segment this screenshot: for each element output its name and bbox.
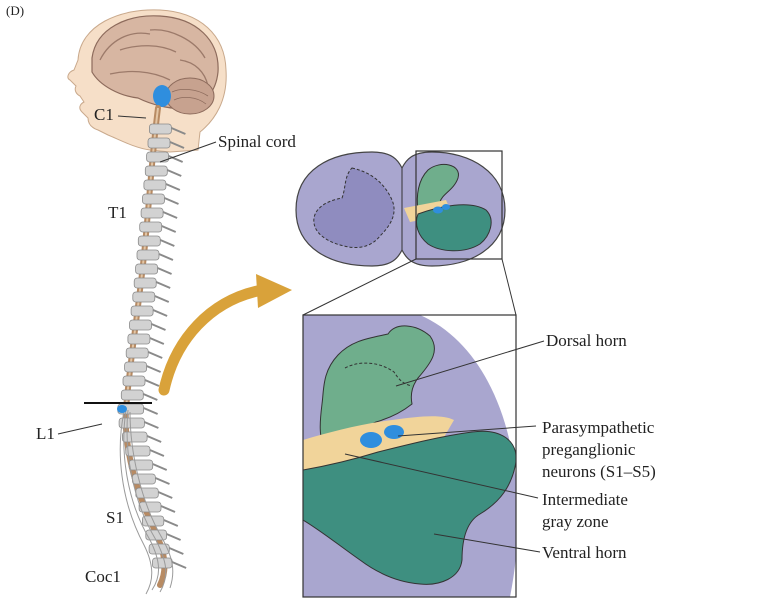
- curved-arrow: [158, 274, 292, 396]
- spinous-process: [163, 519, 179, 527]
- spinous-process: [146, 435, 162, 443]
- vertebra: [140, 207, 164, 219]
- spinous-process: [143, 421, 159, 429]
- label-intermediate-2: gray zone: [542, 512, 609, 531]
- spinous-process: [152, 309, 168, 317]
- spinous-process: [155, 477, 170, 485]
- spinous-process: [171, 127, 186, 135]
- neuron-cluster-1: [360, 432, 382, 448]
- spinous-process: [165, 183, 181, 191]
- label-parasympathetic-2: preganglionic: [542, 440, 636, 459]
- vertebra: [127, 333, 151, 345]
- enlarged-view: [302, 314, 517, 598]
- vertebra: [135, 487, 159, 499]
- spinous-process: [146, 365, 161, 373]
- label-l1: L1: [36, 424, 55, 443]
- magnify-box: [415, 150, 503, 260]
- vertebra: [124, 361, 147, 373]
- label-dorsal-horn: Dorsal horn: [546, 331, 627, 350]
- label-coc1: Coc1: [85, 567, 121, 586]
- label-parasympathetic-1: Parasympathetic: [542, 418, 655, 437]
- vertebra: [122, 375, 146, 387]
- label-c1: C1: [94, 105, 114, 124]
- spinous-process: [155, 281, 171, 289]
- spinous-process: [157, 267, 172, 275]
- vertebra: [131, 473, 156, 485]
- label-spinal-cord: Spinal cord: [218, 132, 296, 151]
- l1-highlight: [117, 405, 127, 413]
- spinous-process: [166, 169, 182, 177]
- head-illustration: [67, 9, 227, 153]
- vertebra: [142, 193, 165, 205]
- spinous-process: [169, 141, 185, 149]
- spinous-process: [149, 449, 165, 457]
- vertebra: [129, 319, 152, 331]
- spinous-process: [154, 295, 170, 303]
- vertebra: [147, 137, 171, 149]
- spinous-process: [162, 211, 178, 219]
- vertebral-column: [122, 105, 168, 588]
- panel-label: (D): [6, 3, 24, 18]
- vertebra: [144, 165, 168, 177]
- spinous-process: [168, 155, 184, 163]
- vertebra: [152, 557, 173, 569]
- spinous-process: [160, 505, 176, 513]
- spinous-process: [166, 533, 181, 541]
- vertebra: [125, 445, 151, 457]
- label-t1: T1: [108, 203, 127, 222]
- vertebra: [120, 389, 144, 401]
- label-intermediate-1: Intermediate: [542, 490, 628, 509]
- cauda-equina: [119, 409, 174, 595]
- vertebra: [148, 123, 172, 135]
- enlarged-ventral-horn: [303, 430, 516, 585]
- spinous-process: [147, 351, 163, 359]
- vertebra: [132, 291, 156, 303]
- vertebrae-group: [117, 123, 187, 569]
- label-parasympathetic-3: neurons (S1–S5): [542, 462, 656, 481]
- vertebra: [133, 277, 157, 289]
- label-s1: S1: [106, 508, 124, 527]
- vertebra: [125, 347, 149, 359]
- vertebra: [122, 431, 148, 443]
- vertebra: [139, 221, 163, 233]
- cross-section-dorsal-horn: [416, 163, 459, 211]
- spinous-process: [151, 323, 166, 331]
- vertebra: [138, 501, 162, 513]
- cord-cross-section: [295, 151, 506, 267]
- cross-section-ventral-horn: [415, 204, 492, 252]
- spinous-process: [143, 407, 159, 415]
- vertebra: [136, 249, 160, 261]
- spinous-process: [159, 239, 175, 247]
- spinous-process: [168, 547, 184, 555]
- brainstem-highlight: [153, 85, 171, 107]
- vertebra: [130, 305, 154, 317]
- spinous-process: [161, 225, 177, 233]
- label-ventral-horn: Ventral horn: [542, 543, 627, 562]
- spinal-cord: [122, 105, 168, 588]
- spinous-process: [142, 393, 158, 401]
- vertebra: [143, 179, 167, 191]
- spinous-process: [149, 337, 165, 345]
- spinous-process: [171, 561, 187, 569]
- spinous-process: [157, 491, 173, 499]
- spinous-process: [164, 197, 179, 205]
- vertebra: [128, 459, 154, 471]
- vertebra: [137, 235, 161, 247]
- enlarged-dorsal-horn: [319, 325, 435, 449]
- spinous-process: [158, 253, 174, 261]
- neuron-cluster-2: [384, 425, 404, 439]
- spinous-process: [152, 463, 168, 471]
- spinous-process: [144, 379, 160, 387]
- vertebra: [135, 263, 159, 275]
